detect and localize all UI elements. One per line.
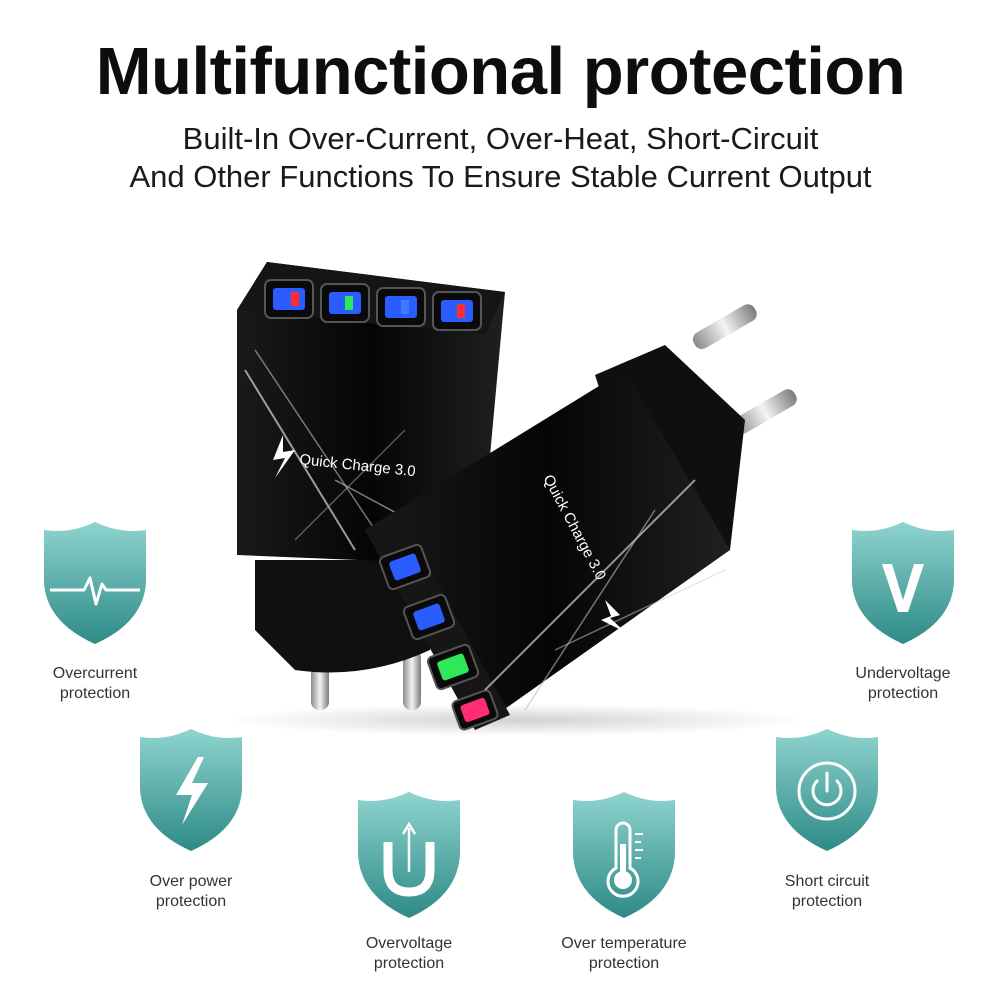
overcurrent-shield [40,518,150,648]
usb-led-3 [401,300,409,314]
charger-lying: Quick Charge 3.0 [365,304,797,731]
power-button-icon [797,761,857,821]
subtitle-line-2: And Other Functions To Ensure Stable Cur… [129,159,872,194]
short-circuit-shield [772,725,882,855]
over-power-shield [136,725,246,855]
undervoltage-label: Undervoltage protection [855,665,951,702]
overcurrent-label: Overcurrent protection [52,665,138,702]
page-subtitle: Built-In Over-Current, Over-Heat, Short-… [0,120,1001,196]
u-turn-arrow-icon [383,821,435,897]
page-title: Multifunctional protection [95,34,906,109]
lightning-icon [176,757,208,825]
thermometer-icon [606,821,643,898]
undervoltage-shield [848,518,958,648]
charger-illustration: Quick Charge 3.0 [225,262,805,736]
subtitle-line-1: Built-In Over-Current, Over-Heat, Short-… [182,121,819,156]
over-temperature-shield [569,788,679,923]
letter-v-icon [882,564,924,612]
short-circuit-label: Short circuit protection [784,873,870,910]
over-temperature-label: Over temperature protection [561,935,687,972]
over-power-label: Over power protection [149,873,233,910]
heartbeat-icon [50,576,140,606]
usb-led-2 [345,296,353,310]
overvoltage-label: Overvoltage protection [365,935,453,972]
overvoltage-shield [354,788,464,923]
charger-product-image: Quick Charge 3.0 [225,250,825,755]
usb-led-1 [291,292,299,306]
usb-led-4 [457,304,465,318]
